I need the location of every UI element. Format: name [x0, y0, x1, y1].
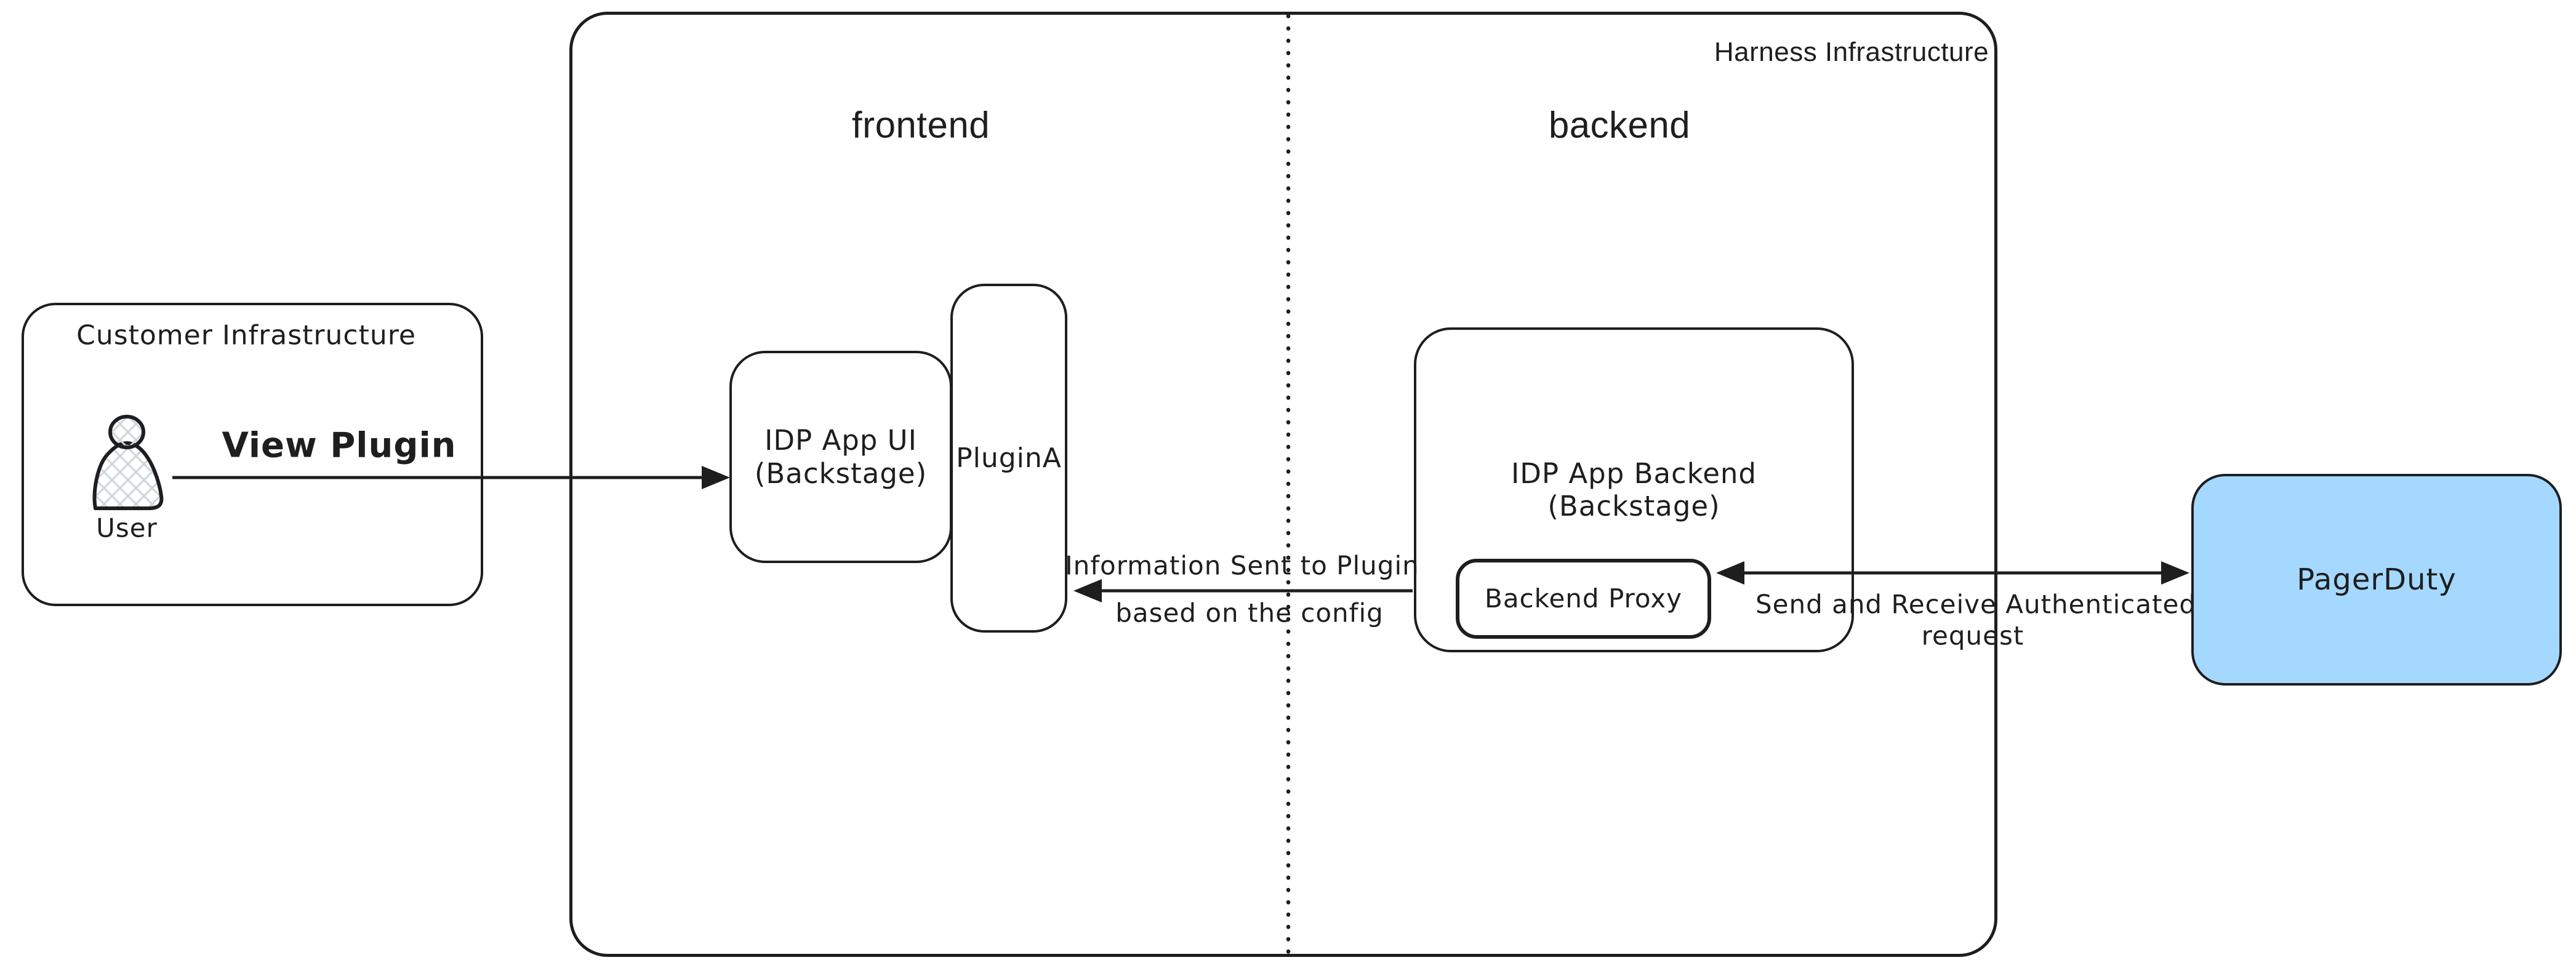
customer-infrastructure-label: Customer Infrastructure: [76, 319, 416, 351]
plugin-a-label: PluginA: [956, 442, 1062, 474]
send-receive-arrow-label-line2: request: [1921, 620, 2024, 651]
info-arrow-label-line1: Information Sent to Plugin: [1065, 550, 1419, 581]
info-arrow-label-line2: based on the config: [1115, 598, 1384, 628]
backend-proxy-box: Backend Proxy: [1456, 559, 1711, 639]
harness-infrastructure-label: Harness Infrastructure: [1714, 37, 1989, 67]
frontend-zone-label: frontend: [851, 104, 990, 146]
view-plugin-arrow-label: View Plugin: [222, 425, 457, 466]
user-label: User: [96, 513, 158, 543]
pagerduty-label: PagerDuty: [2297, 562, 2457, 597]
pagerduty-box: PagerDuty: [2191, 474, 2562, 686]
idp-app-ui-label-line1: IDP App UI: [764, 424, 917, 457]
send-receive-arrow-label-line1: Send and Receive Authenticated: [1755, 589, 2197, 620]
plugin-a-box: PluginA: [950, 284, 1067, 633]
idp-app-backend-label-line1: IDP App Backend: [1511, 457, 1757, 490]
idp-app-ui-box: IDP App UI (Backstage): [729, 351, 952, 563]
harness-infrastructure-box: [569, 12, 1997, 957]
backend-proxy-label: Backend Proxy: [1485, 583, 1682, 614]
idp-app-ui-label-line2: (Backstage): [754, 457, 928, 490]
backend-zone-label: backend: [1548, 104, 1691, 146]
idp-app-backend-label-line2: (Backstage): [1547, 490, 1720, 522]
